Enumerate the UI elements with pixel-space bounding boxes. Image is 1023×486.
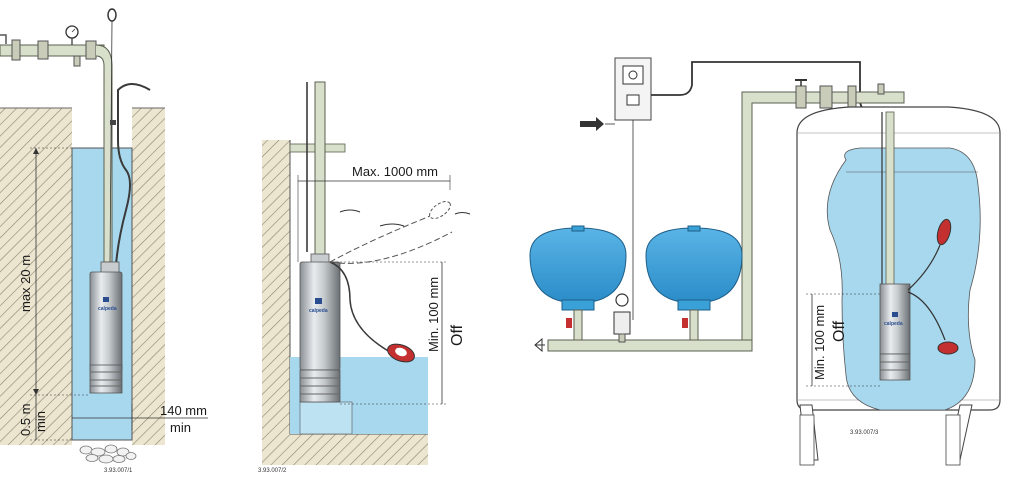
figure-1-code: 3.93.007/1 — [104, 468, 133, 474]
max-distance-label: Max. 1000 mm — [352, 164, 438, 179]
sump-pump: calpeda — [299, 253, 341, 403]
min-submersion-label: 0.5 m — [18, 403, 33, 436]
power-cable — [115, 83, 151, 266]
ground-right — [132, 108, 165, 445]
outlet-pipe — [547, 339, 753, 352]
figure-2-code: 3.93.007/2 — [258, 468, 287, 474]
float-switch-raised — [429, 201, 451, 219]
sump-riser-pipe — [314, 81, 326, 258]
sump-pump-brand: calpeda — [309, 308, 328, 314]
figure-3-code: 3.93.007/3 — [850, 430, 879, 436]
tank-min-level-label: Min. 100 mm — [812, 305, 827, 380]
submersible-pump: calpeda — [89, 261, 123, 394]
sump-wall-left — [262, 140, 428, 465]
pressure-vessel-2 — [645, 225, 743, 341]
float-switch-lower — [937, 341, 959, 355]
pump-brand: calpeda — [98, 306, 117, 312]
clearance-label: 140 mm — [160, 403, 207, 418]
tank-off-label: Off — [831, 320, 848, 342]
float-switch — [387, 343, 415, 363]
inlet-arrow-icon — [580, 117, 604, 131]
gravel — [79, 444, 137, 464]
tank-pump-brand: calpeda — [884, 321, 903, 327]
figure-3-tank-system: calpeda Min. 100 mm Off 3.93.007/3 — [529, 57, 1001, 466]
pressure-vessel-1 — [529, 225, 627, 341]
off-label: Off — [449, 324, 466, 346]
float-switch-upper — [936, 218, 952, 246]
max-depth-label: max 20 m — [18, 255, 33, 312]
min-submersion-unit: min — [33, 411, 48, 432]
outlet-arrow-icon — [534, 337, 545, 353]
clearance-unit: min — [170, 420, 191, 435]
min-level-label: Min. 100 mm — [426, 277, 441, 352]
figure-1-borehole: calpeda max 20 m 0.5 m min 140 mm min 3.… — [0, 8, 208, 474]
pressure-gauge-icon-2 — [615, 293, 629, 307]
pressure-switch — [613, 311, 631, 335]
figure-2-sump: calpeda Max. 1000 mm Min. 100 mm Off 3.9… — [258, 81, 471, 474]
lifting-ring-icon — [107, 8, 117, 22]
tank-pump: calpeda — [879, 283, 911, 381]
